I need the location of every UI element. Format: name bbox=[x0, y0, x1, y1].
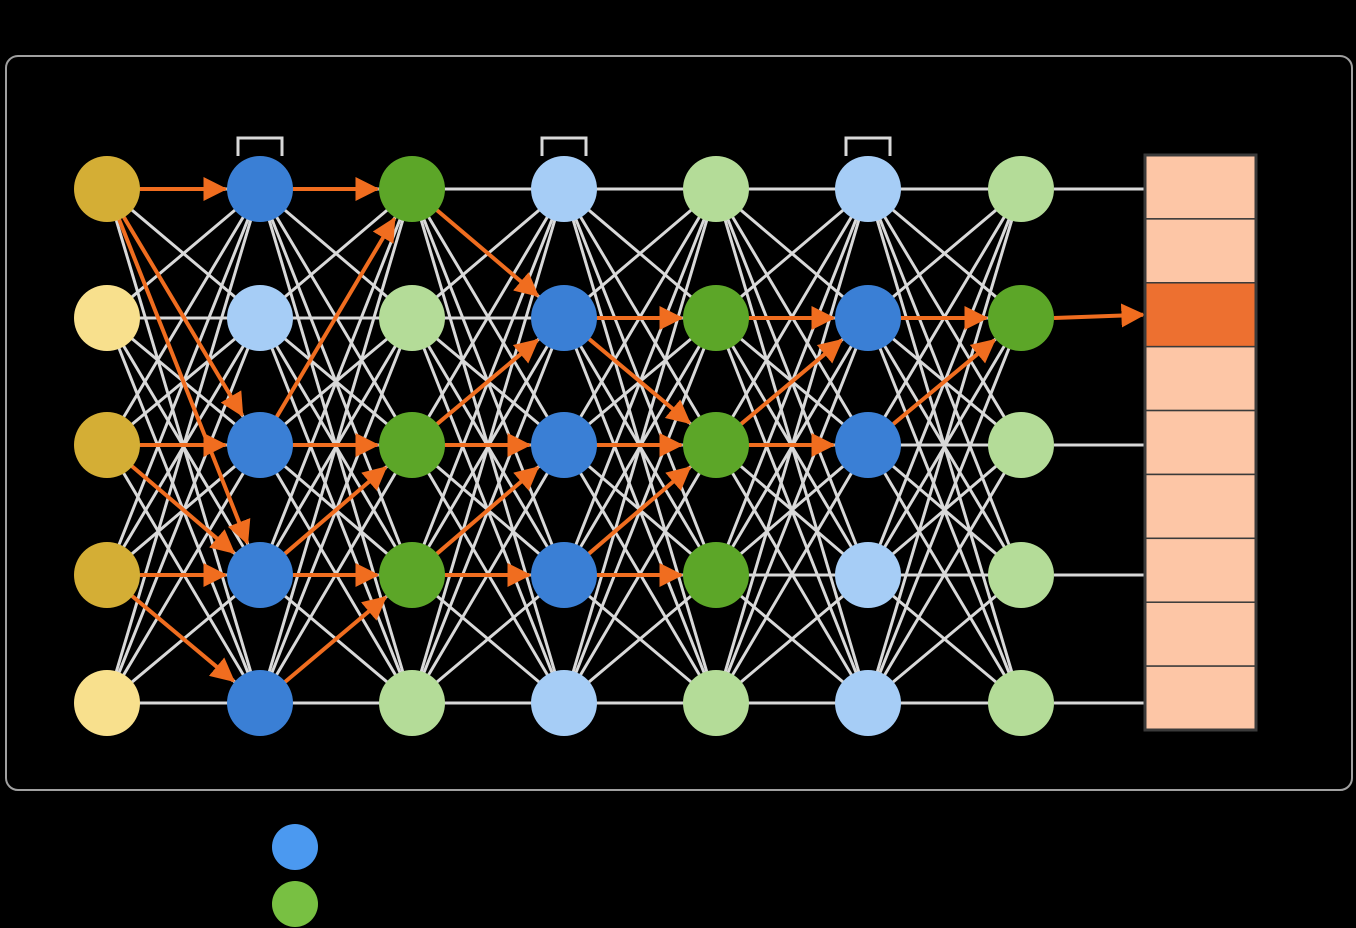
green-node-active bbox=[683, 412, 749, 478]
connection-edge bbox=[410, 188, 566, 446]
active-path-edge bbox=[588, 337, 691, 425]
connection-edge bbox=[411, 573, 565, 705]
green-node-active bbox=[379, 412, 445, 478]
active-path-edge bbox=[117, 218, 251, 545]
green-node-active bbox=[379, 156, 445, 222]
connection-edge bbox=[866, 317, 1023, 704]
blue-node bbox=[835, 542, 901, 608]
input-node-active bbox=[74, 412, 140, 478]
green-node bbox=[988, 542, 1054, 608]
blue-node-active bbox=[227, 412, 293, 478]
blue-node-active bbox=[531, 542, 597, 608]
blue-node bbox=[835, 156, 901, 222]
output-links bbox=[1054, 187, 1145, 705]
output-vector-border bbox=[1143, 153, 1258, 732]
output-cell bbox=[1144, 409, 1257, 476]
green-node bbox=[379, 285, 445, 351]
active-path-edge bbox=[587, 466, 692, 556]
output-cell-selected bbox=[1144, 282, 1257, 348]
input-node bbox=[74, 670, 140, 736]
output-cell bbox=[1144, 345, 1257, 412]
recurrent-loop bbox=[844, 136, 892, 156]
green-node bbox=[988, 412, 1054, 478]
input-node bbox=[74, 285, 140, 351]
output-path-arrow bbox=[1053, 303, 1146, 328]
active-path-edge bbox=[892, 338, 996, 426]
output-cell bbox=[1144, 601, 1257, 667]
blue-node bbox=[531, 670, 597, 736]
blue-node-active bbox=[227, 156, 293, 222]
blue-node-active bbox=[227, 542, 293, 608]
blue-node-active bbox=[227, 670, 293, 736]
green-node-active bbox=[379, 542, 445, 608]
network-frame bbox=[5, 55, 1353, 791]
connection-edge bbox=[866, 188, 1023, 704]
blue-node-icon bbox=[272, 824, 318, 870]
connection-edge bbox=[106, 187, 261, 320]
green-node bbox=[683, 670, 749, 736]
active-path-edge bbox=[436, 338, 539, 426]
active-path-edges bbox=[117, 177, 1146, 684]
recurrent-loop bbox=[540, 136, 588, 156]
output-cell bbox=[1144, 218, 1257, 284]
blue-node bbox=[835, 670, 901, 736]
output-vector bbox=[1143, 153, 1258, 732]
green-node-active bbox=[988, 285, 1054, 351]
blue-node-active bbox=[835, 285, 901, 351]
input-node-active bbox=[74, 542, 140, 608]
network-nodes bbox=[74, 156, 1054, 736]
recurrent-loop bbox=[236, 136, 284, 156]
connection-edge bbox=[714, 317, 870, 704]
connection-edge bbox=[714, 444, 870, 704]
green-node bbox=[683, 156, 749, 222]
active-path-edge bbox=[435, 208, 540, 297]
green-node bbox=[379, 670, 445, 736]
output-cell bbox=[1144, 665, 1257, 731]
blue-node-active bbox=[531, 412, 597, 478]
green-node bbox=[988, 670, 1054, 736]
connection-edge bbox=[563, 573, 717, 705]
green-node-active bbox=[683, 285, 749, 351]
connection-edge bbox=[258, 188, 414, 576]
active-path-edge bbox=[283, 466, 388, 556]
green-node-icon bbox=[272, 881, 318, 927]
legend bbox=[272, 824, 318, 927]
connection-edge bbox=[867, 573, 1022, 705]
output-cell bbox=[1144, 473, 1257, 540]
green-node-active bbox=[683, 542, 749, 608]
green-node bbox=[988, 156, 1054, 222]
active-path-edge bbox=[283, 595, 388, 684]
connection-edge bbox=[715, 573, 869, 705]
active-path-edge bbox=[130, 464, 236, 554]
input-node-active bbox=[74, 156, 140, 222]
connection-edge bbox=[867, 187, 1022, 320]
connection-edge bbox=[259, 187, 413, 320]
blue-node-active bbox=[531, 285, 597, 351]
output-cell bbox=[1144, 154, 1257, 220]
connection-edge bbox=[715, 187, 869, 320]
blue-node bbox=[227, 285, 293, 351]
connection-edge bbox=[563, 187, 717, 320]
blue-node-active bbox=[835, 412, 901, 478]
active-path-edge bbox=[275, 217, 396, 418]
blue-node bbox=[531, 156, 597, 222]
active-path-edge bbox=[122, 216, 244, 418]
active-path-edge bbox=[740, 338, 843, 426]
active-path-edge bbox=[435, 466, 540, 556]
connection-edge bbox=[866, 444, 1023, 704]
output-cell bbox=[1144, 537, 1257, 603]
active-path-edge bbox=[131, 594, 235, 683]
